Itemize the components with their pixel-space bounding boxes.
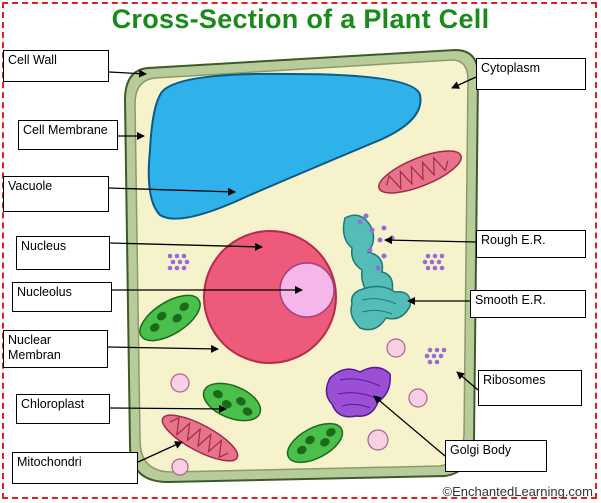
label-cytoplasm: Cytoplasm (476, 58, 586, 90)
page-title: Cross-Section of a Plant Cell (111, 4, 490, 34)
label-mitochondria: Mitochondri (12, 452, 138, 484)
label-ribosomes: Ribosomes (478, 370, 582, 406)
label-golgi-body: Golgi Body (445, 440, 547, 472)
label-nucleus: Nucleus (16, 236, 110, 270)
label-vacuole: Vacuole (3, 176, 109, 212)
label-rough-er: Rough E.R. (476, 230, 586, 258)
golgi-body (325, 366, 391, 418)
credit-text: ©EnchantedLearning.com (442, 484, 593, 499)
vacuole (147, 72, 422, 220)
chloroplasts (139, 294, 344, 464)
smooth-er (350, 285, 411, 331)
vesicles (170, 338, 428, 476)
ribosomes (167, 253, 447, 365)
label-cell-membrane: Cell Membrane (18, 120, 118, 150)
label-chloroplast: Chloroplast (16, 394, 110, 424)
label-smooth-er: Smooth E.R. (470, 290, 586, 318)
label-cell-wall: Cell Wall (3, 50, 109, 82)
leader-lines (107, 69, 479, 463)
rough-er (342, 213, 395, 301)
label-nucleolus: Nucleolus (12, 282, 112, 312)
dashed-border (2, 2, 597, 499)
mitochondria (161, 150, 462, 462)
label-nuclear-membrane: Nuclear Membran (3, 330, 108, 368)
